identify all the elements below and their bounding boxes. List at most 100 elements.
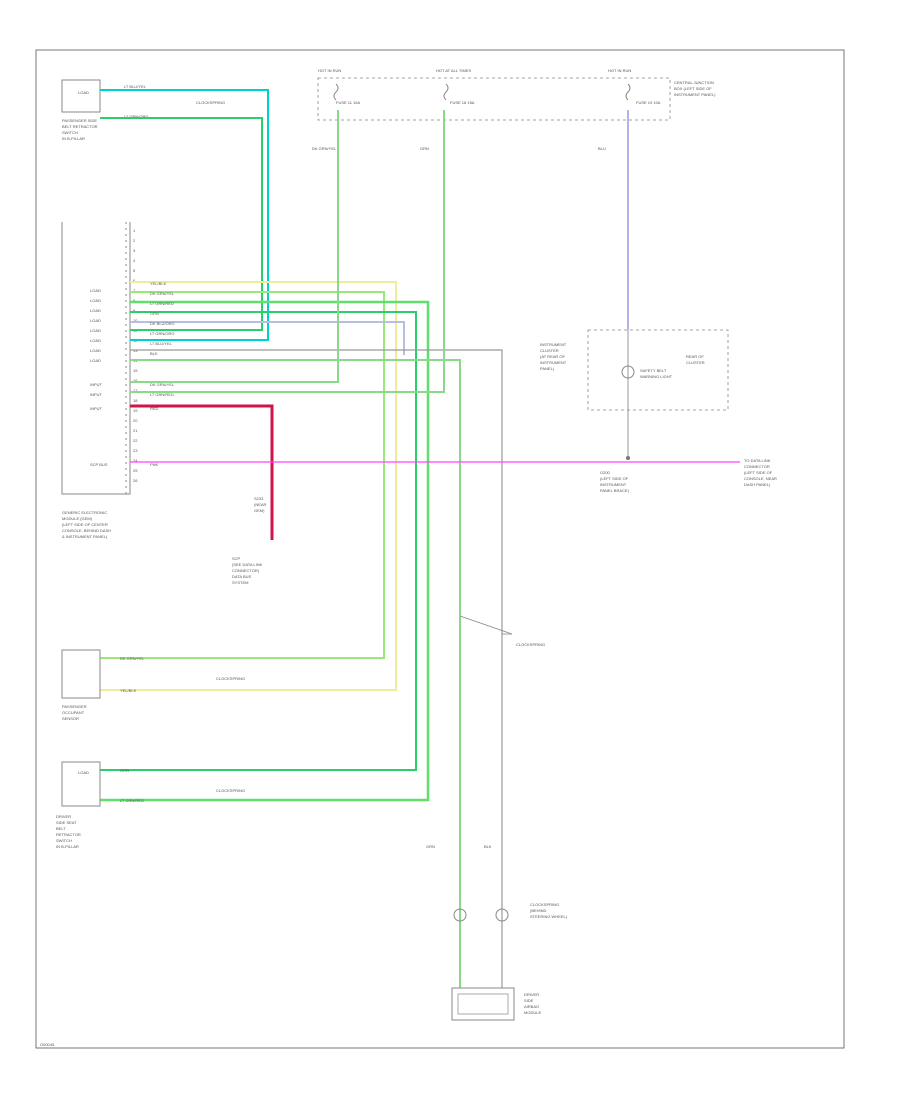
gem-pin-function: LOAD: [90, 348, 101, 353]
fuse-hot-label-1: HOT IN RUN: [318, 68, 341, 73]
gem-pin-number: 8: [133, 298, 136, 303]
gem-pin-number: 26: [133, 478, 138, 483]
instrument-cluster: INSTRUMENT CLUSTER (AT REAR OF INSTRUMEN…: [540, 329, 777, 493]
passenger-belt-label-2: BELT RETRACTOR: [62, 124, 98, 129]
passenger-belt-label-4: IN B-PILLAR: [62, 136, 85, 141]
gem-pin-number: 18: [133, 398, 138, 403]
passenger-occupant-sensor: PASSENGER OCCUPANT SENSOR CLOCKSPRING DK…: [61, 649, 245, 721]
ground-note-1: G200: [600, 470, 611, 475]
gem-label-1: GENERIC ELECTRONIC: [62, 510, 107, 515]
gem-pin-function: LOAD: [90, 288, 101, 293]
driver-belt-label-4: RETRACTOR: [56, 832, 81, 837]
airbag-label-4: MODULE: [524, 1010, 541, 1015]
wire-lt-grn: [100, 311, 417, 771]
instrument-cluster-outline: [587, 329, 729, 411]
gem-wire-label: DK GRN/YEL: [150, 291, 175, 296]
sensor-wire-label: DK GRN/YEL: [120, 656, 145, 661]
gem-pin-function: LOAD: [90, 308, 101, 313]
splice-label: CLOCKSPRING: [216, 676, 245, 681]
load-label: LOAD: [78, 770, 89, 775]
gem-wire-label: LT GRN/ORG: [150, 331, 175, 336]
wire-lt-blu-yel: [100, 89, 269, 341]
wire-dk-grn-yel: [100, 291, 385, 659]
sensor-wire-label: YEL/BLK: [120, 688, 137, 693]
clockspring-callout: CLOCKSPRING: [516, 642, 545, 647]
splice-red-label-3: GEM): [254, 508, 265, 513]
fuse-label-11: FUSE 11 15A: [336, 100, 360, 105]
fuse-symbol: [443, 83, 449, 101]
fuse-box-label-line-1: CENTRAL JUNCTION: [674, 80, 714, 85]
gem-pin-function: LOAD: [90, 358, 101, 363]
gem-pin-number: 17: [133, 388, 138, 393]
dlc-note-2: CONNECTOR: [744, 464, 770, 469]
gem-outline: [61, 222, 131, 495]
gem-pin-number: 20: [133, 418, 138, 423]
light-label-2: WARNING LIGHT: [640, 374, 673, 379]
ground-note-4: PANEL BRACE): [600, 488, 630, 493]
fuse-box-outline: [317, 77, 671, 121]
airbag-module-box: [451, 987, 515, 1021]
gem-pin-number: 9: [133, 308, 136, 313]
load-label: LOAD: [78, 90, 89, 95]
gem-pin-function: INPUT: [90, 382, 103, 387]
airbag-wire-label: BLK: [484, 844, 492, 849]
wires: [100, 89, 740, 988]
fuse-label-18: FUSE 18 15A: [450, 100, 475, 105]
gem-label-4: CONSOLE, BEHIND DASH: [62, 528, 111, 533]
gem-label-3: (LEFT SIDE OF CENTER: [62, 522, 108, 527]
gem-pin-number: 7: [133, 288, 136, 293]
airbag-label-2: SIDE: [524, 998, 534, 1003]
cluster-label-1: INSTRUMENT: [540, 342, 567, 347]
safety-belt-light-icon: [621, 365, 635, 379]
wire-lt-grn-org: [100, 117, 263, 331]
passenger-sensor-label-3: SENSOR: [62, 716, 79, 721]
driver-belt-label-6: IN B-PILLAR: [56, 844, 79, 849]
cluster-note-2: CLUSTER: [686, 360, 705, 365]
gem-wire-label: PNK: [150, 462, 159, 467]
airbag-wire-label: GRN: [426, 844, 435, 849]
driver-belt-switch-box: [61, 761, 101, 807]
wire-input-1: [130, 110, 339, 383]
gem-wire-label: YEL/BLK: [150, 281, 167, 286]
gem-pin-number: 3: [133, 248, 136, 253]
gem-pin-number: 16: [133, 378, 138, 383]
wire-yel-blk: [100, 281, 397, 691]
cluster-label-2: CLUSTER: [540, 348, 559, 353]
light-label-1: SAFETY BELT: [640, 368, 667, 373]
driver-belt-switch: LOAD DRIVER SIDE SEAT BELT RETRACTOR SWI…: [56, 761, 245, 849]
fuse-box: HOT IN RUN HOT AT ALL TIMES HOT IN RUN F…: [317, 68, 716, 121]
gem-pin-function: INPUT: [90, 406, 103, 411]
wire-label-lt-grn-org: LT GRN/ORG: [124, 114, 149, 119]
gem-wire-labels: YEL/BLK DK GRN/YEL LT GRN/RED GRN DK BLU…: [150, 281, 175, 467]
driver-belt-label-1: DRIVER: [56, 814, 71, 819]
gem-pin-function: INPUT: [90, 392, 103, 397]
gem-pin-function: SCP BUS: [90, 462, 108, 467]
fuse-symbol: [625, 83, 631, 101]
fuse-hot-label-2: HOT AT ALL TIMES: [436, 68, 471, 73]
gem-pin-number: 1: [133, 228, 136, 233]
gem-pin-function: LOAD: [90, 298, 101, 303]
gem-pin-number: 4: [133, 258, 136, 263]
diagram-border: [35, 49, 845, 1049]
passenger-belt-label-3: SWITCH: [62, 130, 78, 135]
gem-pin-number: 10: [133, 318, 138, 323]
scp-note-4: DATA BUS: [232, 574, 252, 579]
gem-left-labels: LOADLOADLOADLOADLOADLOADLOADLOADINPUTINP…: [90, 288, 108, 467]
dlc-note-4: CONSOLE, NEAR: [744, 476, 777, 481]
gem-label-5: & INSTRUMENT PANEL): [62, 534, 108, 539]
airbag-label-3: AIRBAG: [524, 1004, 539, 1009]
driver-belt-label-2: SIDE SEAT: [56, 820, 77, 825]
ground-note-2: (LEFT SIDE OF: [600, 476, 629, 481]
passenger-belt-label-1: PASSENGER SIDE: [62, 118, 97, 123]
splice-label: CLOCKSPRING: [216, 788, 245, 793]
driver-belt-label-5: SWITCH: [56, 838, 72, 843]
gem-pin-number: 21: [133, 428, 138, 433]
driver-airbag-module: DRIVER SIDE AIRBAG MODULE: [451, 987, 541, 1021]
wire-dk-blu-org: [130, 321, 405, 355]
fuse-drop-label: GRN: [420, 146, 429, 151]
gem-pin-number: 24: [133, 458, 138, 463]
ground-point-icon: [626, 456, 630, 460]
clockspring-connector-icon: [453, 908, 467, 922]
gem-wire-label: GRN: [150, 311, 159, 316]
